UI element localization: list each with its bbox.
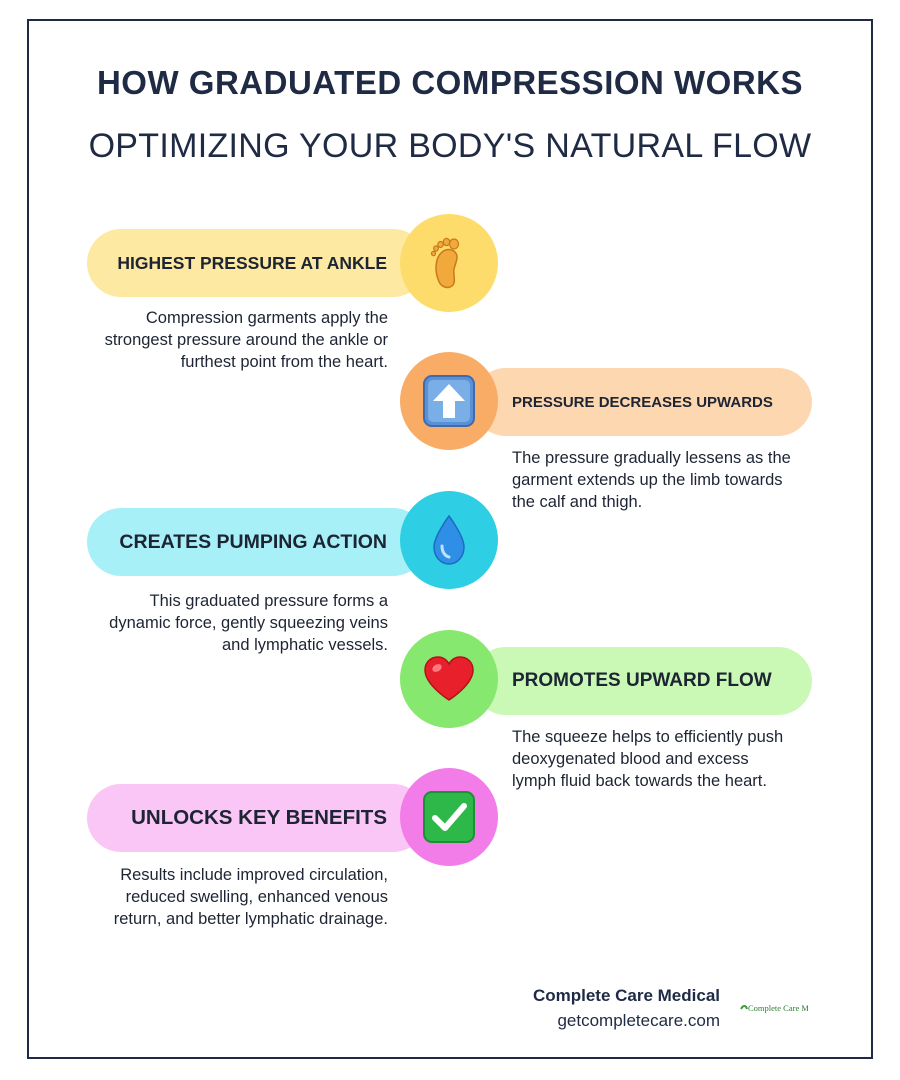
step-2-circle [400,352,498,450]
check-mark-icon [423,791,475,843]
step-4-circle [400,630,498,728]
page-title: HOW GRADUATED COMPRESSION WORKS [96,64,804,101]
step-4-pill: PROMOTES UPWARD FLOW [472,647,812,715]
footer-url[interactable]: getcompletecare.com [557,1011,720,1030]
step-1-circle [400,214,498,312]
step-4-label: PROMOTES UPWARD FLOW [512,670,772,691]
step-1-pill: HIGHEST PRESSURE AT ANKLE [87,229,427,297]
step-2-label: PRESSURE DECREASES UPWARDS [512,393,773,411]
page-subtitle: OPTIMIZING YOUR BODY'S NATURAL FLOW [88,127,812,165]
step-1-description: Compression garments apply the strongest… [104,309,388,371]
logo-text: Complete Care Medical [748,1003,808,1013]
droplet-icon [433,514,465,565]
up-arrow-icon [423,375,475,427]
step-2-description: The pressure gradually lessens as the ga… [512,449,791,511]
step-3-circle [400,491,498,589]
step-5-circle [400,768,498,866]
heart-icon [424,656,474,701]
step-3-description: This graduated pressure forms a dynamic … [109,592,388,654]
company-logo: Complete Care Medical [740,1003,808,1013]
step-5-label: UNLOCKS KEY BENEFITS [131,806,387,829]
step-2-pill: PRESSURE DECREASES UPWARDS [472,368,812,436]
footer-company-name: Complete Care Medical [532,986,720,1005]
step-3-pill: CREATES PUMPING ACTION [87,508,427,576]
step-4-description: The squeeze helps to efficiently push de… [512,728,784,790]
step-3-label: CREATES PUMPING ACTION [119,530,387,553]
step-5-pill: UNLOCKS KEY BENEFITS [87,784,427,852]
foot-icon [430,237,460,289]
step-1-label: HIGHEST PRESSURE AT ANKLE [117,252,387,273]
step-5-description: Results include improved circulation, re… [113,866,388,928]
